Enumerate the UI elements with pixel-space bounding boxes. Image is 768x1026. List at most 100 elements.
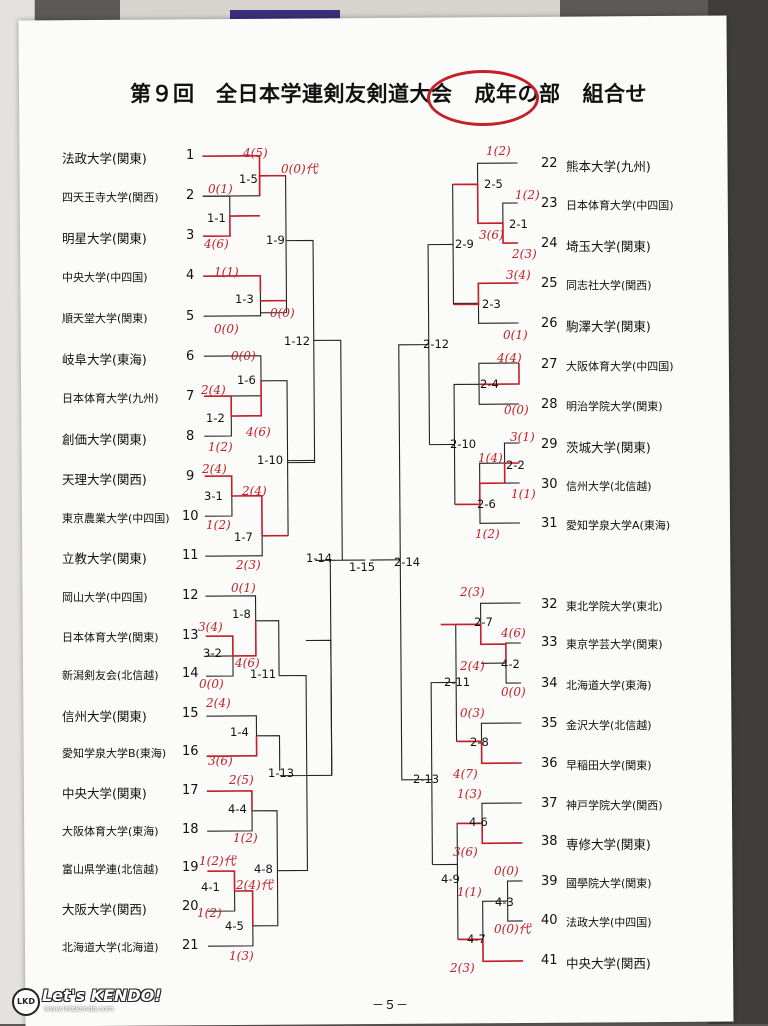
seed-number: 5 bbox=[186, 309, 194, 324]
match-label: 2-3 bbox=[482, 297, 501, 311]
handwritten-score: 2(3) bbox=[236, 558, 261, 572]
team-name: 新潟剣友会(北信越) bbox=[62, 667, 159, 683]
handwritten-score: 0(0)代 bbox=[494, 920, 531, 937]
handwritten-score: 3(1) bbox=[510, 430, 535, 444]
team-name: 大阪体育大学(東海) bbox=[62, 823, 159, 839]
team-name: 富山県学連(北信越) bbox=[62, 861, 159, 877]
seed-number: 16 bbox=[182, 744, 199, 759]
bracket-line bbox=[457, 823, 483, 939]
team-name: 立教大学(関東) bbox=[62, 548, 147, 567]
team-name: 國學院大学(関東) bbox=[566, 875, 652, 891]
match-label: 2-9 bbox=[455, 237, 474, 251]
logo-url: www.letskendo.com bbox=[44, 1005, 114, 1013]
team-name: 信州大学(北信越) bbox=[566, 478, 652, 494]
match-label: 1-2 bbox=[206, 411, 225, 425]
bracket-line bbox=[279, 675, 307, 775]
handwritten-score: 1(2) bbox=[206, 518, 231, 532]
seed-number: 39 bbox=[541, 874, 558, 889]
team-name: 岐阜大学(東海) bbox=[62, 349, 147, 368]
seed-number: 17 bbox=[182, 783, 199, 798]
team-name: 茨城大学(関東) bbox=[566, 437, 651, 456]
bracket-line bbox=[306, 640, 332, 775]
handwritten-score: 4(6) bbox=[204, 237, 229, 251]
bracket-line bbox=[314, 340, 343, 560]
team-name: 金沢大学(北信越) bbox=[566, 717, 652, 733]
handwritten-score: 1(1) bbox=[214, 265, 239, 279]
bracket-line bbox=[399, 345, 431, 560]
handwritten-winner-line bbox=[260, 176, 286, 196]
seed-number: 12 bbox=[182, 588, 199, 603]
match-label: 1-1 bbox=[207, 211, 226, 225]
handwritten-score: 1(1) bbox=[511, 487, 536, 501]
team-name: 順天堂大学(関東) bbox=[62, 310, 148, 326]
team-name: 四天王寺大学(関西) bbox=[62, 189, 159, 205]
page-title: 第９回 全日本学連剣友剣道大会成年の部組合せ bbox=[130, 78, 647, 108]
match-label: 4-5 bbox=[225, 919, 244, 933]
team-name: 日本体育大学(中四国) bbox=[566, 197, 674, 213]
match-label: 2-10 bbox=[450, 437, 476, 451]
handwritten-score: 3(6) bbox=[453, 845, 478, 859]
handwritten-score: 2(3) bbox=[450, 961, 475, 975]
handwritten-score: 4(5) bbox=[243, 146, 268, 160]
match-label: 2-13 bbox=[413, 772, 439, 786]
team-name: 信州大学(関東) bbox=[62, 706, 147, 725]
seed-number: 9 bbox=[186, 469, 194, 484]
handwritten-winner-line bbox=[441, 624, 506, 663]
seed-number: 38 bbox=[541, 834, 558, 849]
handwritten-score: 2(5) bbox=[229, 773, 254, 787]
seed-number: 13 bbox=[182, 628, 199, 643]
logo-mark: LKD bbox=[12, 988, 40, 1016]
handwritten-score: 0(0) bbox=[199, 677, 224, 691]
handwritten-score: 2(4) bbox=[206, 696, 231, 710]
seed-number: 22 bbox=[541, 156, 558, 171]
seed-number: 31 bbox=[541, 516, 558, 531]
match-label: 1-12 bbox=[284, 334, 310, 348]
team-name: 愛知学泉大学A(東海) bbox=[566, 517, 670, 533]
match-label: 2-14 bbox=[394, 555, 420, 569]
handwritten-score: 1(2) bbox=[486, 144, 511, 158]
match-label: 1-3 bbox=[235, 292, 254, 306]
bracket-line bbox=[330, 560, 332, 775]
handwritten-score: 1(2) bbox=[233, 831, 258, 845]
seed-number: 11 bbox=[182, 548, 199, 563]
seed-number: 41 bbox=[541, 953, 558, 968]
handwritten-score: 3(6) bbox=[208, 754, 233, 768]
seed-number: 30 bbox=[541, 477, 558, 492]
team-name: 中央大学(関西) bbox=[566, 953, 651, 972]
match-label: 2-5 bbox=[484, 177, 503, 191]
handwritten-score: 0(0) bbox=[504, 403, 529, 417]
handwritten-score: 0(0) bbox=[231, 349, 256, 363]
bracket-line bbox=[277, 775, 308, 870]
match-label: 4-3 bbox=[495, 895, 514, 909]
seed-number: 26 bbox=[541, 316, 558, 331]
match-label: 1-10 bbox=[257, 453, 283, 467]
team-name: 早稲田大学(関東) bbox=[566, 757, 652, 773]
team-name: 天理大学(関西) bbox=[62, 469, 147, 488]
team-name: 神戸学院大学(関西) bbox=[566, 797, 663, 813]
handwritten-winner-line bbox=[457, 741, 522, 763]
match-label: 2-4 bbox=[480, 377, 499, 391]
team-name: 日本体育大学(関東) bbox=[62, 629, 159, 645]
seed-number: 33 bbox=[541, 635, 558, 650]
handwritten-score: 4(6) bbox=[235, 656, 260, 670]
handwritten-score: 2(4) bbox=[202, 462, 227, 476]
title-suffix: 組合せ bbox=[583, 78, 648, 108]
team-name: 愛知学泉大学B(東海) bbox=[62, 745, 166, 761]
seed-number: 24 bbox=[541, 236, 558, 251]
handwritten-score: 1(3) bbox=[457, 787, 482, 801]
team-name: 日本体育大学(九州) bbox=[62, 390, 159, 406]
team-name: 同志社大学(関西) bbox=[566, 277, 652, 293]
team-name: 駒澤大学(関東) bbox=[566, 316, 651, 335]
match-label: 1-15 bbox=[349, 560, 375, 574]
handwritten-score: 0(0) bbox=[494, 864, 519, 878]
team-name: 大阪大学(関西) bbox=[62, 899, 147, 918]
site-logo: LKD Let's KENDO! www.letskendo.com bbox=[12, 986, 162, 1016]
seed-number: 28 bbox=[541, 397, 558, 412]
match-label: 4-9 bbox=[441, 872, 460, 886]
match-label: 2-1 bbox=[509, 217, 528, 231]
team-name: 埼玉大学(関東) bbox=[566, 236, 651, 255]
seed-number: 10 bbox=[182, 509, 199, 524]
match-label: 2-12 bbox=[423, 337, 449, 351]
team-name: 東京農業大学(中四国) bbox=[62, 510, 170, 526]
handwritten-score: 0(0) bbox=[214, 322, 239, 336]
